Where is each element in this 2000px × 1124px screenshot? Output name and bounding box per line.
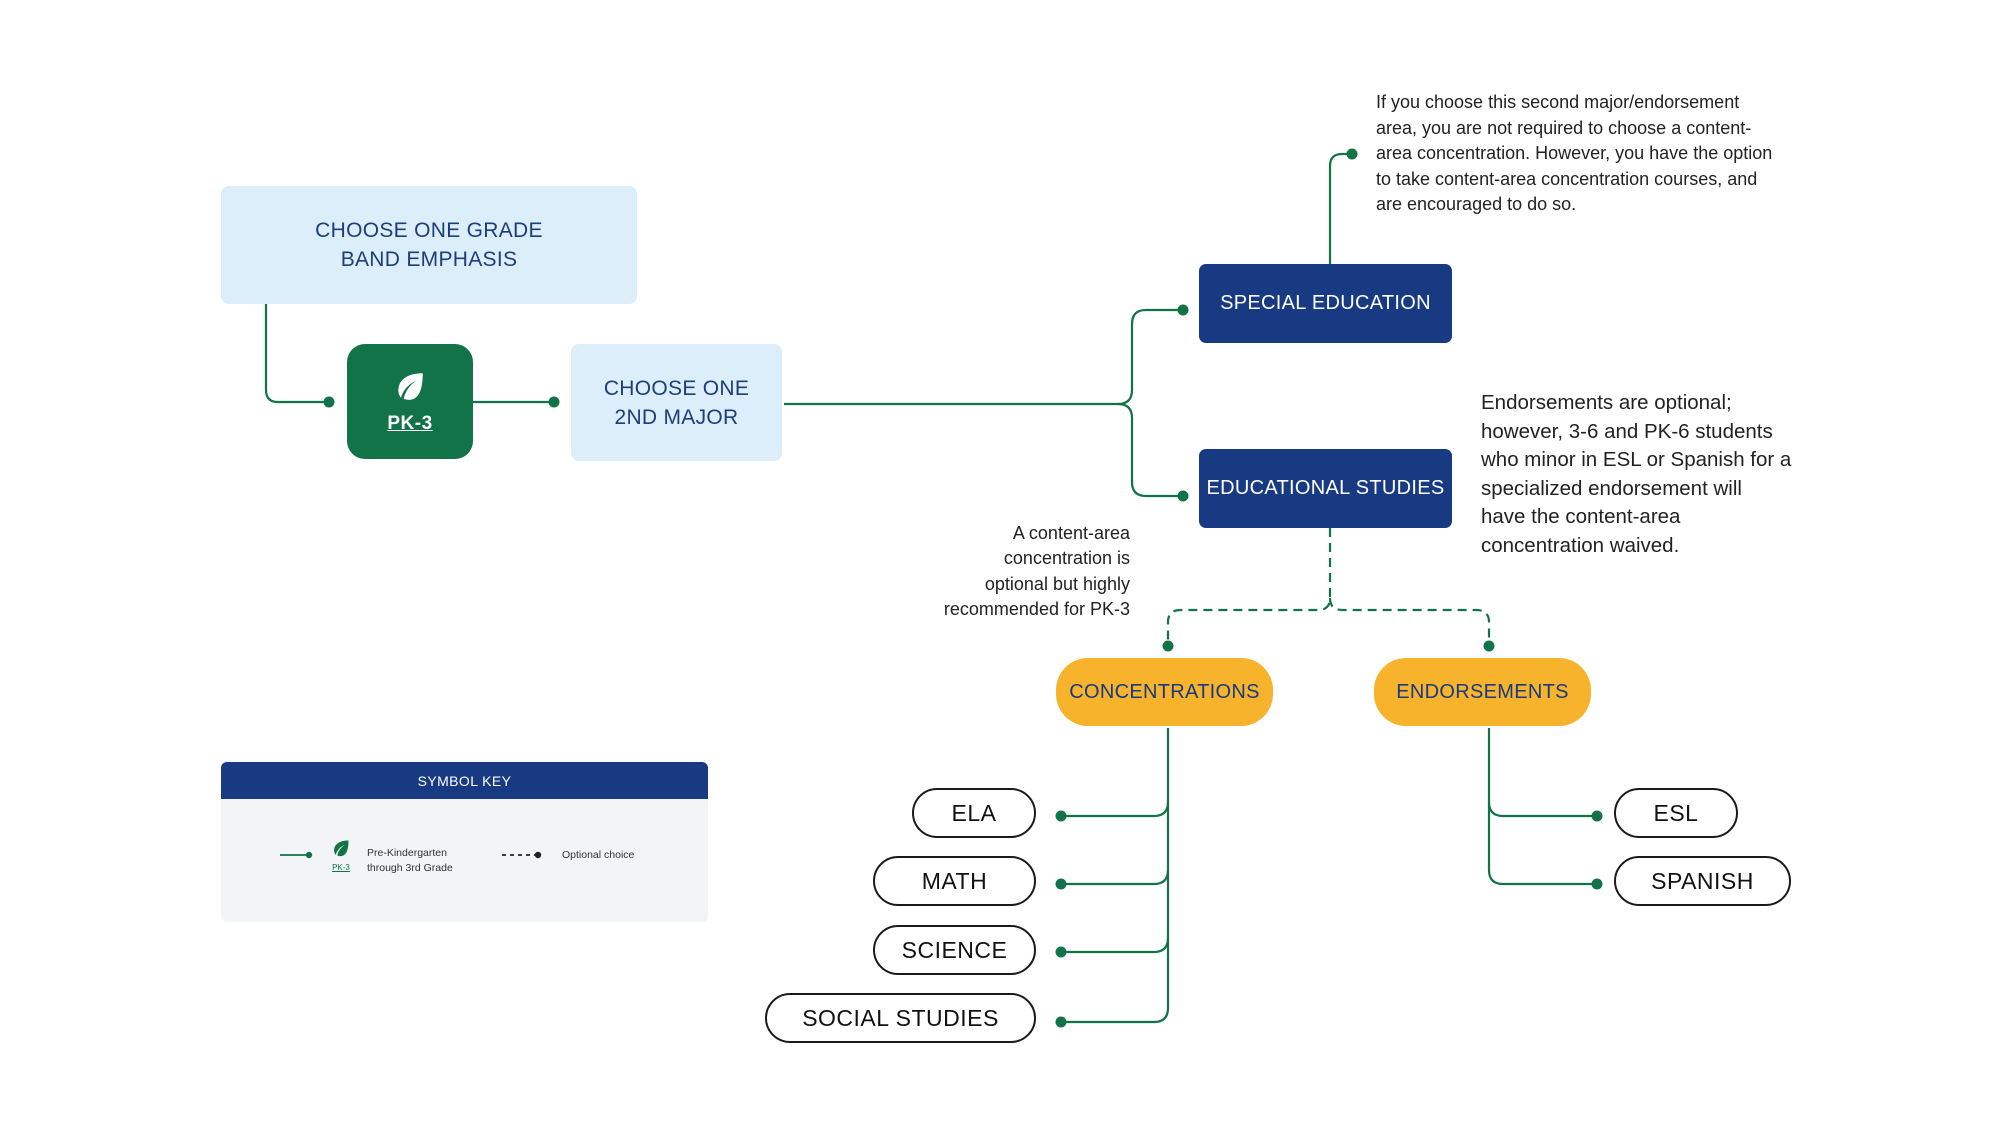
connector-to-special-ed-note	[1328, 152, 1352, 264]
connector-ela	[1061, 801, 1170, 818]
key-pk3-description: Pre-Kindergarten through 3rd Grade	[367, 847, 453, 874]
connector-dot	[323, 396, 335, 408]
endorsement-esl-label: ESL	[1653, 799, 1699, 826]
concentrations-label: CONCENTRATIONS	[1069, 680, 1260, 703]
connector-esl	[1487, 801, 1597, 818]
leaf-icon	[334, 840, 349, 857]
concentration-math-label: MATH	[921, 867, 988, 894]
symbol-key-header: SYMBOL KEY	[221, 762, 708, 799]
connector-grade-to-pk3	[264, 304, 329, 404]
concentration-social-studies[interactable]: SOCIAL STUDIES	[765, 993, 1036, 1043]
connector-optional-endorsements	[1328, 597, 1491, 646]
special-education-note: If you choose this second major/endorsem…	[1376, 92, 1773, 214]
connector-dot	[1483, 640, 1495, 652]
endorsements-pill[interactable]: ENDORSEMENTS	[1374, 658, 1591, 726]
connector-math	[1061, 869, 1170, 886]
key-dashed-line-sample	[502, 851, 542, 859]
connector-concentrations-trunk	[1061, 728, 1170, 1024]
endorsement-spanish-label: SPANISH	[1651, 867, 1754, 894]
concentration-social-studies-label: SOCIAL STUDIES	[802, 1004, 999, 1031]
educational-studies-label: EDUCATIONAL STUDIES	[1206, 477, 1445, 499]
concentration-math[interactable]: MATH	[873, 856, 1036, 906]
key-pk3-icon: PK-3	[330, 838, 352, 872]
concentration-science-label: SCIENCE	[901, 936, 1008, 963]
concentrations-pill[interactable]: CONCENTRATIONS	[1056, 658, 1273, 726]
concentration-science[interactable]: SCIENCE	[873, 925, 1036, 975]
second-major-box: CHOOSE ONE 2ND MAJOR	[571, 344, 782, 461]
connector-dot	[1177, 490, 1189, 502]
key-solid-line-sample	[280, 851, 313, 859]
connector-dot	[1591, 878, 1603, 890]
special-education-label: SPECIAL EDUCATION	[1220, 292, 1431, 314]
grade-band-title: CHOOSE ONE GRADE BAND EMPHASIS	[315, 219, 543, 271]
connector-dot	[1055, 1016, 1067, 1028]
endorsements-note: Endorsements are optional; however, 3-6 …	[1481, 391, 1792, 557]
connector-dot	[1591, 810, 1603, 822]
endorsement-spanish[interactable]: SPANISH	[1614, 856, 1791, 906]
pk3-label: PK-3	[387, 412, 433, 434]
symbol-key: SYMBOL KEY PK-3 Pre-Kindergarten through…	[221, 762, 708, 922]
connector-optional-trunk	[1166, 528, 1332, 646]
educational-studies-box[interactable]: EDUCATIONAL STUDIES	[1199, 449, 1452, 528]
connector-dot	[548, 396, 560, 408]
key-pk3-icon-label: PK-3	[332, 863, 350, 872]
concentration-note: A content-area concentration is optional…	[943, 523, 1130, 619]
endorsements-label: ENDORSEMENTS	[1396, 680, 1569, 703]
concentration-ela[interactable]: ELA	[912, 788, 1036, 838]
endorsement-esl[interactable]: ESL	[1614, 788, 1738, 838]
connector-dot	[1055, 810, 1067, 822]
special-education-box[interactable]: SPECIAL EDUCATION	[1199, 264, 1452, 343]
leaf-icon	[398, 372, 423, 400]
connector-dot	[1055, 946, 1067, 958]
connector-dot	[1346, 148, 1358, 160]
pk3-node[interactable]: PK-3	[347, 344, 473, 459]
connector-science	[1061, 937, 1170, 954]
connector-to-special-education	[1117, 308, 1183, 406]
connector-to-educational-studies	[1117, 402, 1183, 498]
connector-dot	[1177, 304, 1189, 316]
key-optional-description: Optional choice	[562, 849, 635, 861]
grade-band-box: CHOOSE ONE GRADE BAND EMPHASIS	[221, 186, 637, 304]
connector-dot	[1055, 878, 1067, 890]
second-major-title: CHOOSE ONE 2ND MAJOR	[603, 376, 750, 429]
connector-dot	[1162, 640, 1174, 652]
connector-endorsements-trunk	[1487, 728, 1597, 886]
concentration-ela-label: ELA	[951, 799, 997, 826]
